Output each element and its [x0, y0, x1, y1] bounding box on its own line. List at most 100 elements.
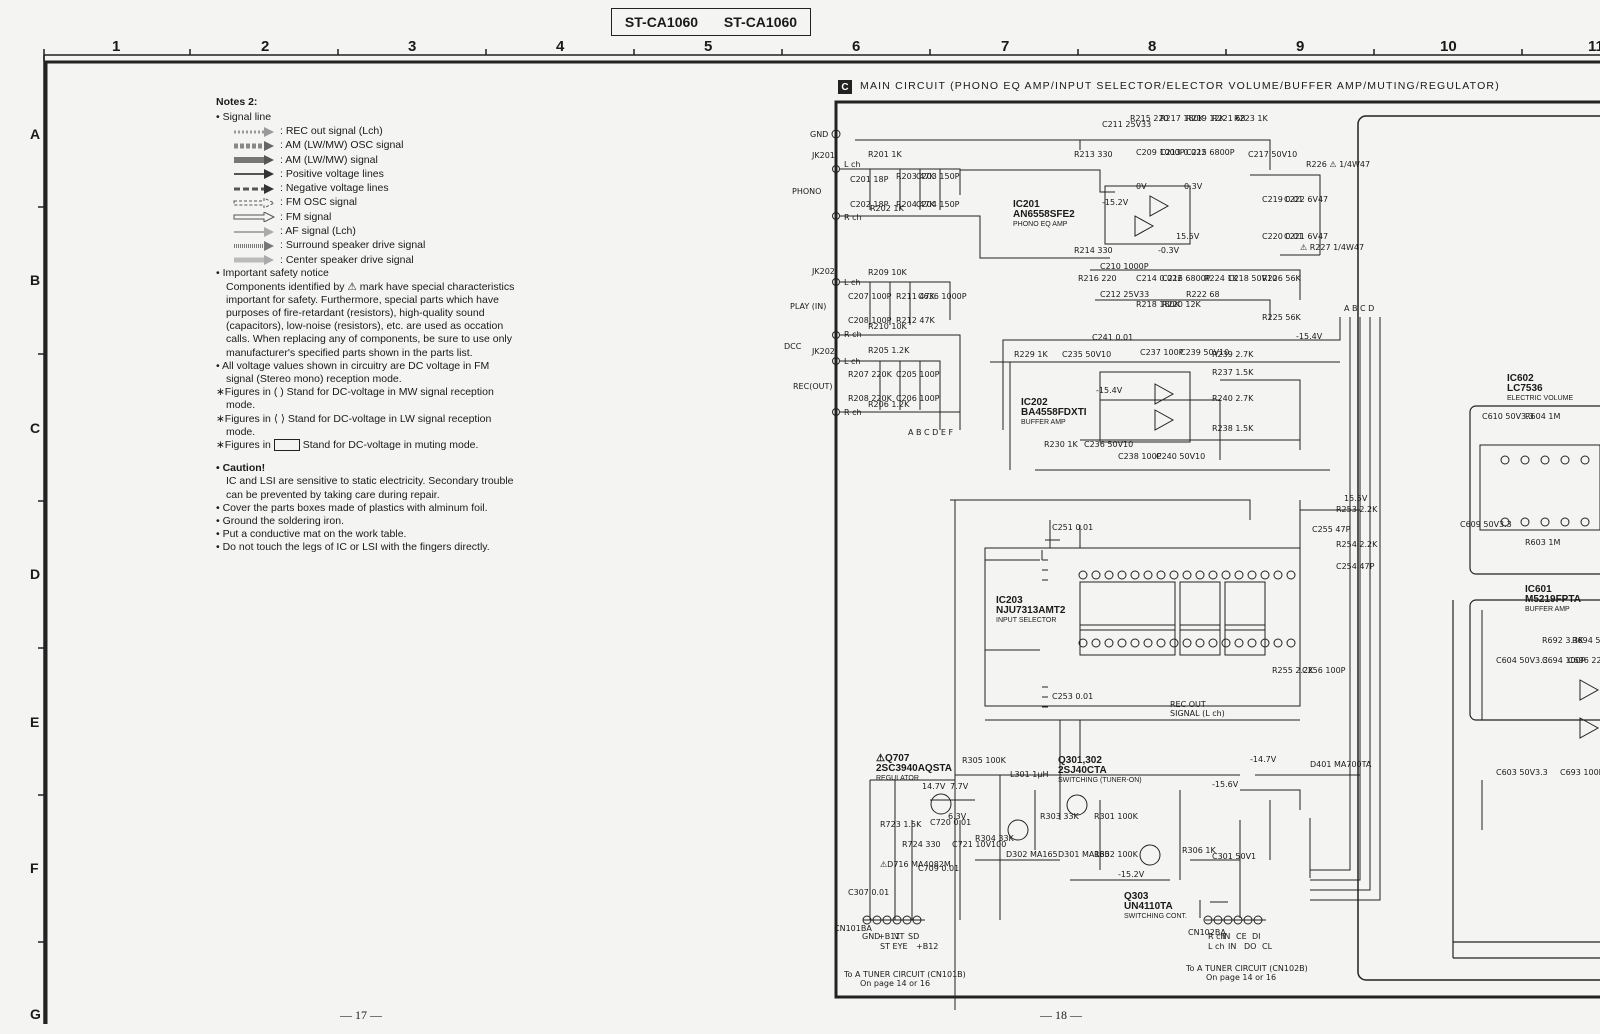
signal-arrow-icon: [234, 140, 274, 151]
c201-label: C201 18P: [850, 175, 889, 184]
voltage-note: • All voltage values shown in circuitry …: [216, 359, 490, 385]
signal-arrow-icon: [233, 212, 276, 223]
signal-legend-label: : REC out signal (Lch): [280, 124, 383, 137]
gnd-label: GND: [810, 130, 829, 139]
r239-label: R239 2.7K: [1212, 350, 1254, 359]
row-a: A: [30, 126, 41, 142]
r305-label: R305 100K: [962, 756, 1006, 765]
model-left: ST-CA1060: [624, 14, 699, 30]
cn102-pin-6: DO: [1244, 942, 1257, 951]
c256-label: C256 100P: [1302, 666, 1346, 675]
c209-label: C209 1000P: [1136, 148, 1185, 157]
c206-label: C206 100P: [896, 394, 940, 403]
r304-label: R304 33K: [975, 834, 1014, 843]
voltage-13: -14.7V: [1250, 755, 1277, 764]
r692-label: R692 3.3K: [1542, 636, 1584, 645]
voltage-7: -15.4V: [1096, 386, 1123, 395]
c208-label: C208 100P: [848, 316, 892, 325]
r226-label: R226 ⚠ 1/4W47: [1306, 160, 1371, 169]
col-8: 8: [1148, 38, 1157, 55]
signal-legend-row: : Surround speaker drive signal: [232, 239, 516, 253]
r206-label: R206 1.2K: [868, 400, 910, 409]
c203-label: C203 150P: [916, 172, 960, 181]
c239-label: C239 50V10: [1180, 348, 1230, 357]
c217-label: C217 50V10: [1248, 150, 1298, 159]
col-9: 9: [1296, 38, 1305, 55]
l301-label: L301 1µH: [1010, 770, 1049, 779]
row-b: B: [30, 272, 41, 288]
r604-label: R604 1M: [1525, 412, 1561, 421]
signal-legend-label: : FM signal: [280, 210, 332, 223]
signal-legend-label: : Negative voltage lines: [280, 182, 389, 195]
c255-label: C255 47P: [1312, 525, 1351, 534]
r694-label: R694 5.6K: [1572, 636, 1600, 645]
voltage-2: 0V: [1136, 182, 1147, 191]
row-f: F: [30, 860, 39, 876]
rec-rch-label: R ch: [844, 408, 862, 417]
mute-box-icon: [273, 439, 300, 452]
signal-arrow-icon: [233, 198, 276, 209]
voltage-8: 15.5V: [1344, 494, 1368, 503]
r218-label: R218 180K: [1136, 300, 1180, 309]
c721-label: C721 10V100: [952, 840, 1007, 849]
cn102ba-label: CN102BA: [1188, 928, 1226, 937]
c636-label: C636 1000P: [918, 292, 967, 301]
caution-item-1: • Cover the parts boxes made of plastics…: [216, 501, 488, 514]
r302-label: R302 100K: [1094, 850, 1138, 859]
d401-label: D401 MA700TA: [1310, 760, 1372, 769]
d716-label: ⚠D716 MA4082M: [880, 860, 951, 869]
cn101-pin-4: ST EYE: [880, 942, 908, 951]
c240-label: C240 50V10: [1156, 452, 1206, 461]
signal-legend: : REC out signal (Lch): AM (LW/MW) OSC s…: [216, 124, 516, 267]
c307-label: C307 0.01: [848, 888, 890, 897]
signal-arrow-icon: [234, 255, 274, 266]
cn102-pin-3: CE: [1236, 932, 1247, 941]
c603-label: C603 50V3.3: [1496, 768, 1548, 777]
signal-legend-label: : AM (LW/MW) signal: [280, 153, 378, 166]
caution-title: • Caution!: [216, 462, 266, 475]
r212-label: R212 47K: [896, 316, 935, 325]
c696-label: C696 220P: [1568, 656, 1600, 665]
r254-label: R254 2.2K: [1336, 540, 1378, 549]
r255-label: R255 2.2K: [1272, 666, 1314, 675]
d301-label: D301 MA165: [1058, 850, 1110, 859]
r724-label: R724 330: [902, 840, 941, 849]
to-tuner-1-page: On page 14 or 16: [860, 979, 931, 988]
page-number-right: — 18 —: [1040, 1008, 1082, 1022]
r210-label: R210 10K: [868, 322, 907, 331]
c609-label: C609 50V3.3: [1460, 520, 1512, 529]
r723-label: R723 1.5K: [880, 820, 922, 829]
c694-label: C694 100P: [1542, 656, 1586, 665]
phono-rch-label: R ch: [844, 213, 862, 222]
to-tuner-2: To A TUNER CIRCUIT (CN102B): [1186, 964, 1308, 973]
c214-label: C214 0.022: [1136, 274, 1183, 283]
r204-label: R204 47K: [896, 200, 935, 209]
voltage-4: -0.3V: [1158, 246, 1180, 255]
cn102-pin-7: DI: [1252, 932, 1261, 941]
bus-abcd: A B C D: [1344, 304, 1375, 313]
signal-legend-row: : AM (LW/MW) signal: [232, 153, 516, 167]
c709-label: C709 0.01: [918, 864, 960, 873]
r230-label: R230 1K: [1044, 440, 1078, 449]
row-e: E: [30, 714, 40, 730]
signal-arrow-icon: [234, 240, 274, 251]
cn102-pin-4: L ch: [1208, 942, 1225, 951]
col-1: 1: [112, 38, 121, 55]
c207-label: C207 100P: [848, 292, 892, 301]
r219-label: R219 12K: [1186, 114, 1225, 123]
voltage-5: 15.5V: [1176, 232, 1200, 241]
signal-arrow-icon: [234, 169, 274, 180]
play-rch-label: R ch: [844, 330, 862, 339]
col-11: 11: [1588, 38, 1600, 55]
r217-label: R217 180K: [1160, 114, 1204, 123]
signal-legend-row: : Negative voltage lines: [232, 182, 516, 196]
cn102-pin-2: IN: [1222, 932, 1231, 941]
r253-label: R253 2.2K: [1336, 505, 1378, 514]
rec-lch-label: L ch: [844, 357, 861, 366]
signal-legend-label: : Center speaker drive signal: [280, 253, 414, 266]
voltage-6: -15.4V: [1296, 332, 1323, 341]
r207-label: R207 220K: [848, 370, 892, 379]
r301-label: R301 100K: [1094, 812, 1138, 821]
c210-label: C210 1000P: [1100, 262, 1149, 271]
